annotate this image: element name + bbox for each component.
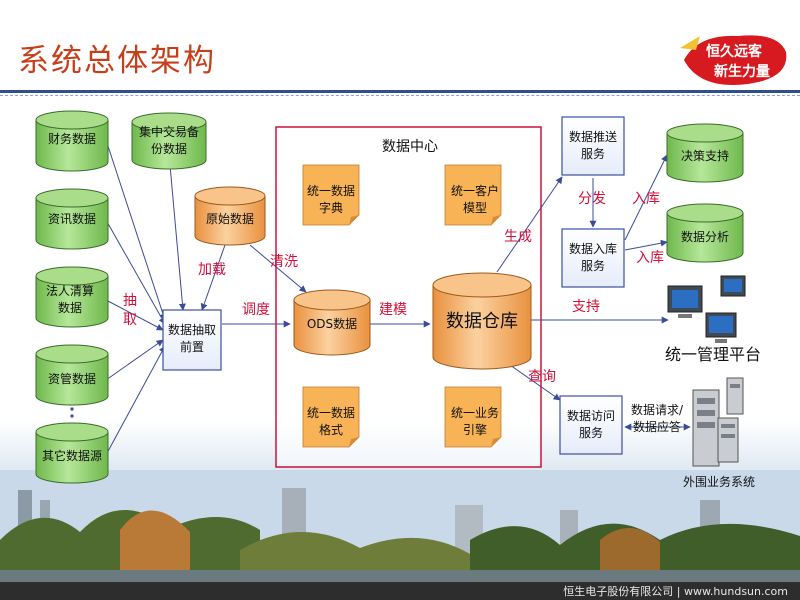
note-label-customer: 统一客户模型 (450, 184, 499, 215)
decision-label: 决策支持 (680, 149, 729, 163)
edge-label-generate: 生成 (504, 229, 532, 245)
analysis-cylinder (666, 203, 744, 263)
external-label: 外围业务系统 (682, 475, 755, 489)
edge-label-support: 支持 (572, 299, 600, 315)
edge-label-clean: 清洗 (270, 254, 298, 270)
ods-cylinder (293, 289, 371, 356)
title-rule-dashed (0, 95, 800, 97)
source-label-clearing: 法人清算数据 (45, 284, 94, 315)
access-service-label: 数据访问服务 (566, 409, 615, 440)
logo-line1: 恒久远客 (706, 43, 763, 60)
source-label-finance: 财务数据 (47, 132, 96, 146)
edge-label-store1: 入库 (632, 191, 660, 207)
footer-bar: 恒生电子股份有限公司 | www.hundsun.com (0, 582, 800, 600)
skyline-illustration (0, 470, 800, 582)
logo-line2: 新生力量 (714, 63, 770, 80)
edge-label-model: 建模 (379, 302, 407, 318)
storage-service-box (561, 228, 625, 288)
note-fold-customer (491, 215, 501, 225)
source-label-info: 资讯数据 (47, 212, 96, 226)
extract-front-label: 数据抽取前置 (167, 323, 216, 354)
top-source-label: 集中交易备份数据 (139, 125, 200, 156)
analysis-label: 数据分析 (680, 230, 729, 244)
source-cylinder-other (35, 422, 109, 484)
computer-icon (667, 285, 703, 318)
access-service-box (559, 395, 623, 455)
push-service-label: 数据推送服务 (568, 130, 617, 161)
push-service-box (561, 116, 625, 176)
note-fold-format (349, 437, 359, 447)
edge-label-extract: 抽取 (123, 293, 137, 328)
raw-data-cylinder (194, 186, 266, 246)
computer-icon (720, 275, 746, 297)
source-cylinder-info (35, 188, 109, 250)
company-logo: 恒久远客 新生力量 (680, 35, 787, 85)
extract-front-box (162, 309, 222, 371)
source-cylinders (35, 110, 109, 484)
request-label: 数据请求/数据应答 (630, 403, 684, 434)
note-fold-engine (491, 437, 501, 447)
data-center-notes (302, 164, 502, 448)
server-icon (726, 377, 744, 415)
arrows (105, 139, 691, 456)
decision-cylinder (666, 123, 744, 183)
source-cylinder-finance (35, 110, 109, 172)
server-icon (692, 389, 720, 467)
edge-label-distribute: 分发 (578, 191, 606, 207)
server-icon (717, 417, 739, 463)
computer-icon (705, 312, 737, 343)
storage-service-label: 数据入库服务 (568, 242, 617, 273)
data-center-title: 数据中心 (382, 139, 438, 155)
source-cylinder-asset (35, 344, 109, 406)
note-fold-dictionary (349, 215, 359, 225)
slide-title: 系统总体架构 (18, 43, 216, 79)
edge-label-query: 查询 (528, 369, 556, 385)
source-label-other: 其它数据源 (41, 449, 102, 463)
raw-data-label: 原始数据 (205, 212, 254, 226)
note-label-format: 统一数据格式 (307, 406, 356, 437)
edge-label-store2: 入库 (636, 250, 664, 266)
note-label-engine: 统一业务引擎 (450, 406, 499, 437)
edge-label-load: 加载 (198, 262, 226, 278)
source-label-asset: 资管数据 (47, 372, 96, 386)
note-label-dictionary: 统一数据字典 (307, 184, 356, 215)
warehouse-cylinder (432, 272, 532, 370)
warehouse-label: 数据仓库 (446, 311, 518, 332)
title-rule (0, 90, 800, 93)
ods-label: ODS数据 (306, 317, 358, 331)
top-source-cylinder (131, 112, 207, 170)
edge-label-dispatch: 调度 (242, 302, 270, 318)
source-cylinder-clearing (35, 266, 109, 328)
platform-label: 统一管理平台 (664, 345, 761, 364)
footer-text: 恒生电子股份有限公司 | www.hundsun.com (563, 585, 788, 598)
